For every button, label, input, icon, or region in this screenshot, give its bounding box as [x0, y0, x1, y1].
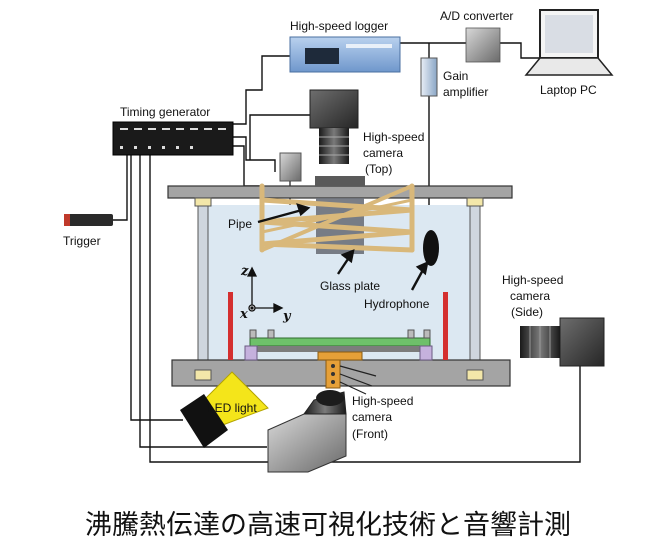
led-light-label: LED light [208, 401, 257, 415]
axis-y-label: y [282, 309, 292, 324]
gain-label: Gain [443, 69, 468, 83]
heater-assembly [244, 329, 433, 395]
laptop-pc: Laptop PC [524, 9, 614, 97]
trigger-button: Trigger [63, 214, 113, 248]
axis-z-label: z [240, 264, 249, 279]
timing-generator-label: Timing generator [120, 105, 210, 119]
pipe-bundle [259, 183, 415, 253]
camera-side-label-1: High-speed [502, 273, 563, 287]
high-speed-logger: High-speed logger [289, 19, 401, 73]
pipe-label: Pipe [228, 217, 252, 231]
ad-converter-label: A/D converter [440, 9, 513, 23]
camera-front-label-1: High-speed [352, 394, 413, 408]
high-speed-camera-top: High-speed camera (Top) [309, 89, 424, 176]
camera-top-label-3: (Top) [365, 162, 392, 176]
signal-cables [113, 42, 581, 463]
high-speed-camera-side: High-speed camera (Side) [502, 273, 605, 367]
timing-generator: Timing generator [112, 105, 234, 156]
hydrophone-label: Hydrophone [364, 297, 430, 311]
camera-top-label-2: camera [363, 146, 403, 160]
camera-side-label-3: (Side) [511, 305, 543, 319]
camera-top-label-1: High-speed [363, 130, 424, 144]
laptop-pc-label: Laptop PC [540, 83, 597, 97]
camera-side-label-2: camera [510, 289, 550, 303]
gain-amplifier: Gain amplifier [420, 57, 488, 99]
axis-x-label: x [239, 307, 248, 322]
high-speed-logger-label: High-speed logger [290, 19, 388, 33]
ad-converter: A/D converter [440, 9, 513, 63]
diagram-caption: 沸騰熱伝達の高速可視化技術と音響計測 [85, 510, 571, 541]
camera-front-label-3: (Front) [352, 427, 388, 441]
trigger-label: Trigger [63, 234, 101, 248]
high-speed-camera-front: High-speed camera (Front) [267, 390, 413, 473]
callout-arrows [257, 203, 429, 291]
camera-front-label-2: camera [352, 410, 392, 424]
hydrophone [423, 230, 439, 266]
amplifier-label: amplifier [443, 85, 488, 99]
glass-plate-label: Glass plate [320, 279, 380, 293]
led-light: LED light [180, 371, 269, 448]
coordinate-axes [246, 266, 284, 314]
